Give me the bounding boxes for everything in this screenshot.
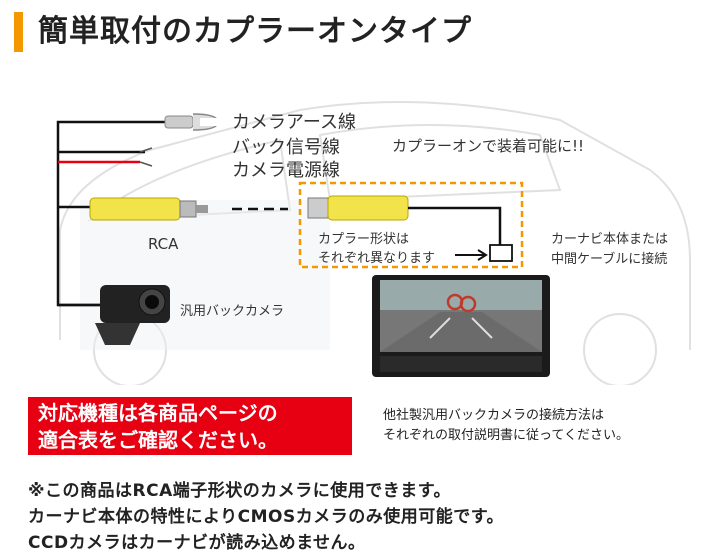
car-navi-icon [372,275,550,377]
back-signal-label: バック信号線 [232,137,340,158]
wire-ends [139,147,153,167]
camera-label: 汎用バックカメラ [180,304,285,319]
notice-line-2: 適合表をご確認ください。 [38,428,278,452]
rca-plug-icon [89,197,208,221]
navi-cable [408,206,502,245]
compatibility-notice: 対応機種は各商品ページの 適合表をご確認ください。 [28,397,352,455]
back-camera-icon [58,285,170,345]
fork-terminal-icon [164,113,220,131]
footer-line-2: カーナビ本体の特性によりCMOSカメラのみ使用可能です。 [28,507,505,527]
notice-line-1: 対応機種は各商品ページの [38,401,278,425]
rca-label: RCA [148,235,179,253]
other-camera-line-2: それぞれの取付説明書に従ってください。 [383,428,629,443]
navi-connect-label-1: カーナビ本体または [551,232,669,247]
ground-wire-label: カメラアース線 [232,112,357,133]
wiring-diagram: カメラアース線 バック信号線 カメラ電源線 カプラーオンで装着可能に!! RCA… [0,80,720,385]
footer-notes: ※この商品はRCA端子形状のカメラに使用できます。 カーナビ本体の特性によりCM… [28,478,504,556]
coupler-shape-label-1: カプラー形状は [318,232,410,247]
header: 簡単取付のカプラーオンタイプ [0,0,720,64]
navi-connect-label-2: 中間ケーブルに接続 [551,252,668,267]
arrow-icon [455,249,488,261]
page-title: 簡単取付のカプラーオンタイプ [38,14,472,49]
camera-power-label: カメラ電源線 [232,160,340,181]
title-accent-bar [14,12,23,52]
footer-line-3: CCDカメラはカーナビが読み込めません。 [28,533,366,553]
rca-jack-icon [307,195,409,221]
footer-line-1: ※この商品はRCA端子形状のカメラに使用できます。 [28,481,452,501]
coupler-on-label: カプラーオンで装着可能に!! [392,137,585,155]
other-camera-line-1: 他社製汎用バックカメラの接続方法は [383,408,605,423]
other-camera-note: 他社製汎用バックカメラの接続方法は それぞれの取付説明書に従ってください。 [383,406,629,446]
coupler-shape-label-2: それぞれ異なります [318,251,436,266]
coupler-icon [489,244,513,262]
diagram-graphics [56,101,691,385]
coupler-highlight-box [298,181,524,269]
